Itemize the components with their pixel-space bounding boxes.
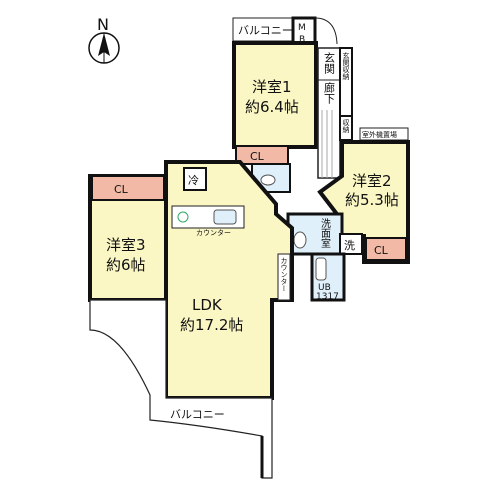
sink-icon	[213, 209, 237, 225]
closet-bedroom-3: CL	[91, 175, 165, 201]
bedroom-2-size: 約5.3帖	[345, 191, 399, 209]
washer-label: 洗	[344, 239, 355, 252]
storage: 収納	[339, 115, 353, 141]
bedroom-3-size: 約6帖	[106, 256, 146, 274]
counter-label: カウンター	[196, 228, 231, 237]
closet-label: CL	[114, 183, 129, 196]
ldk-size: 約17.2帖	[180, 316, 243, 334]
unit-bath-size: 1317	[316, 292, 339, 302]
balcony-top-label: バルコニー	[238, 24, 293, 37]
unit-bath: UB 1317	[310, 252, 346, 302]
meter-box-label: M	[298, 23, 306, 33]
hallway-label: 廊下	[323, 81, 336, 105]
balcony-bottom: バルコニー	[89, 299, 273, 479]
fridge-space: 冷	[183, 167, 207, 191]
balcony-top: バルコニー	[232, 17, 294, 42]
closet-bedroom-1: CL	[235, 145, 289, 165]
closet-label: CL	[374, 244, 389, 257]
bedroom-3-name: 洋室3	[106, 236, 146, 254]
bedroom-1: 洋室1 約6.4帖	[232, 41, 318, 149]
ldk-name: LDK	[192, 296, 223, 314]
svg-text:B: B	[299, 35, 305, 45]
entrance-storage: 玄関収納	[339, 47, 353, 117]
entrance-hallway: 玄関 廊下	[317, 47, 341, 179]
outdoor-unit-area: 室外機置場	[359, 127, 409, 141]
fridge-label: 冷	[188, 174, 199, 187]
unit-bath-label: UB	[318, 283, 331, 293]
washroom: 洗面室	[286, 212, 344, 256]
washer-space: 洗	[339, 233, 363, 255]
compass-north-label: N	[97, 15, 109, 34]
ldk: LDK 約17.2帖	[164, 160, 294, 400]
compass: N	[88, 15, 120, 64]
kitchen-counter: カウンター	[171, 205, 245, 237]
bedroom-2-name: 洋室2	[352, 172, 392, 190]
toilet-icon	[260, 174, 276, 186]
meter-box: M B	[291, 16, 317, 48]
side-counter: カウンター	[277, 253, 291, 301]
toilet	[251, 163, 291, 193]
stove-icon	[177, 211, 189, 223]
entrance-label: 玄関	[323, 51, 336, 74]
balcony-bottom-label: バルコニー	[170, 408, 225, 421]
storage-label: 収納	[342, 119, 350, 134]
sink-icon	[293, 231, 307, 249]
closet-label: CL	[250, 150, 265, 163]
bedroom-1-name: 洋室1	[252, 78, 292, 96]
washroom-label: 洗面室	[319, 218, 331, 248]
side-counter-label: カウンター	[280, 257, 288, 292]
closet-bedroom-2: CL	[365, 237, 407, 261]
bedroom-1-size: 約6.4帖	[245, 98, 299, 116]
outdoor-unit-label: 室外機置場	[362, 130, 397, 139]
entrance-storage-label: 玄関収納	[342, 51, 350, 81]
